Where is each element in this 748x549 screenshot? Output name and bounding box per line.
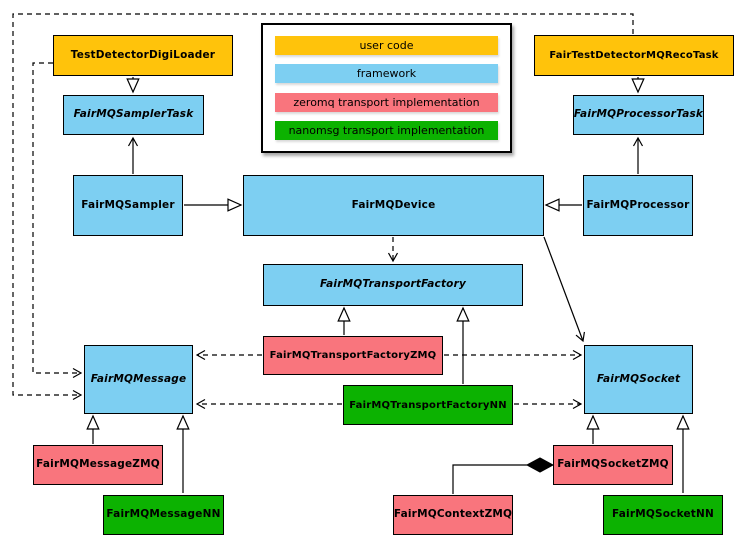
node-fairmq-device: FairMQDevice [243,175,544,236]
legend-item-user-code: user code [275,36,498,55]
node-fair-test-detector-mq-reco-task: FairTestDetectorMQRecoTask [534,35,734,76]
legend: user code framework zeromq transport imp… [261,23,512,153]
node-label: FairMQSocketNN [611,508,714,521]
node-label: FairMQContextZMQ [393,508,513,521]
node-fairmq-context-zmq: FairMQContextZMQ [393,495,513,535]
node-label: FairMQMessage [90,372,187,385]
node-label: FairMQSampler [81,198,175,211]
node-label: FairMQSocket [596,372,681,385]
node-label: FairMQTransportFactory [319,278,467,291]
edge-recotask-message [12,13,634,401]
node-label: FairTestDetectorMQRecoTask [549,50,719,61]
node-label: TestDetectorDigiLoader [70,48,216,61]
edge-contextzmq-socketzmq [452,464,527,494]
node-fairmq-socket-zmq: FairMQSocketZMQ [553,445,673,485]
node-fairmq-transport-factory-nn: FairMQTransportFactoryNN [343,385,513,425]
node-test-detector-digi-loader: TestDetectorDigiLoader [53,35,233,76]
composition-diamond [525,457,555,473]
legend-item-nanomsg: nanomsg transport implementation [275,120,498,140]
node-fairmq-sampler: FairMQSampler [73,175,183,236]
edge-digiloader-message [32,62,83,379]
node-label: FairMQSocketZMQ [557,458,669,471]
node-fairmq-transport-factory-zmq: FairMQTransportFactoryZMQ [263,336,443,375]
node-fairmq-processor-task: FairMQProcessorTask [573,95,704,135]
node-label: FairMQTransportFactoryZMQ [269,350,437,361]
node-fairmq-message: FairMQMessage [84,345,193,414]
node-fairmq-processor: FairMQProcessor [583,175,693,236]
edge-device-socket [543,236,585,343]
node-label: FairMQDevice [351,198,436,211]
legend-label: zeromq transport implementation [293,95,480,109]
node-fairmq-transport-factory: FairMQTransportFactory [263,264,523,306]
legend-label: nanomsg transport implementation [288,123,485,137]
node-fairmq-socket-nn: FairMQSocketNN [603,495,723,535]
node-fairmq-message-zmq: FairMQMessageZMQ [33,445,163,485]
node-fairmq-sampler-task: FairMQSamplerTask [63,95,204,135]
node-label: FairMQMessageNN [106,508,221,521]
node-fairmq-message-nn: FairMQMessageNN [103,495,224,535]
node-label: FairMQProcessor [586,198,690,211]
node-label: FairMQProcessorTask [573,108,704,121]
legend-label: user code [359,39,414,52]
legend-label: framework [356,67,417,81]
legend-item-framework: framework [275,64,498,84]
legend-item-zeromq: zeromq transport implementation [275,92,498,112]
node-label: FairMQSamplerTask [73,108,194,121]
node-label: FairMQMessageZMQ [36,458,160,471]
node-label: FairMQTransportFactoryNN [349,399,507,411]
node-fairmq-socket: FairMQSocket [584,345,693,414]
